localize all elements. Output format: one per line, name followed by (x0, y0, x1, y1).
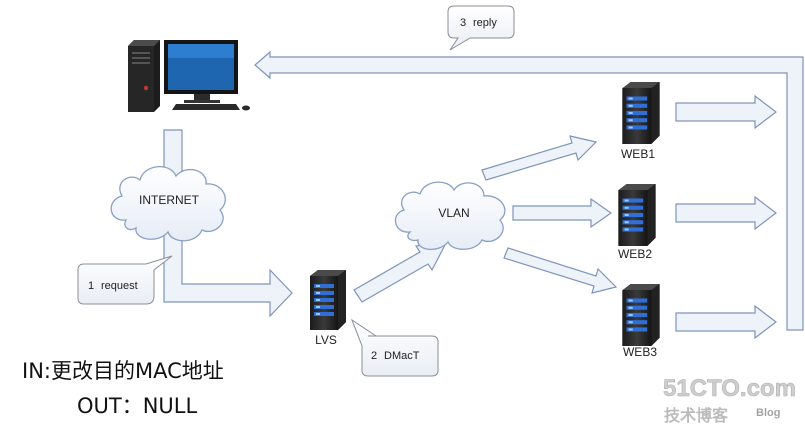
server-tower-icon (622, 82, 660, 144)
reply-text: reply (473, 17, 497, 29)
in-note: IN:更改目的MAC地址 (22, 359, 224, 383)
reply-callout: 3 reply (447, 5, 515, 51)
server-tower-icon (310, 270, 346, 330)
web2-label: WEB2 (618, 247, 652, 261)
cloud-icon (110, 166, 226, 242)
web3-node: WEB3 (622, 284, 660, 359)
vlan-to-web1-arrow (481, 135, 598, 181)
server-tower-icon (622, 284, 660, 346)
internet-label: INTERNET (139, 193, 200, 207)
dmac-number: 2 (371, 350, 377, 362)
request-number: 1 (88, 280, 94, 292)
desktop-computer-icon (128, 40, 250, 112)
web2-node: WEB2 (618, 184, 656, 261)
dmac-text: DMacT (384, 350, 420, 362)
lvs-label: LVS (315, 333, 337, 347)
internet-cloud: INTERNET (110, 166, 226, 242)
lvs-to-vlan-arrow (353, 242, 448, 303)
vlan-cloud: VLAN (394, 181, 506, 250)
web3-out-arrow (675, 304, 777, 340)
server-tower-icon (618, 184, 656, 246)
web3-label: WEB3 (623, 345, 657, 359)
reply-arrow (254, 50, 804, 331)
watermark-blog: Blog (756, 407, 780, 419)
web2-out-arrow (675, 195, 777, 231)
request-callout: 1 request (77, 255, 173, 305)
vlan-to-web2-arrow (512, 197, 613, 229)
vlan-to-web3-arrow (503, 247, 618, 294)
watermark-sub: 技术博客 (664, 406, 729, 425)
out-note: OUT：NULL (77, 394, 198, 418)
web1-node: WEB1 (621, 82, 660, 161)
dmac-callout: 2 DMacT (350, 318, 439, 377)
reply-number: 3 (460, 17, 466, 29)
vlan-label: VLAN (438, 206, 469, 220)
web1-label: WEB1 (621, 147, 655, 161)
web1-out-arrow (675, 94, 777, 130)
watermark-logo: 51CTO.com (663, 375, 796, 402)
cloud-icon (394, 181, 506, 250)
request-text: request (101, 280, 138, 292)
watermark: 51CTO.com 技术博客 Blog (663, 375, 797, 425)
lvs-node: LVS (310, 270, 346, 347)
